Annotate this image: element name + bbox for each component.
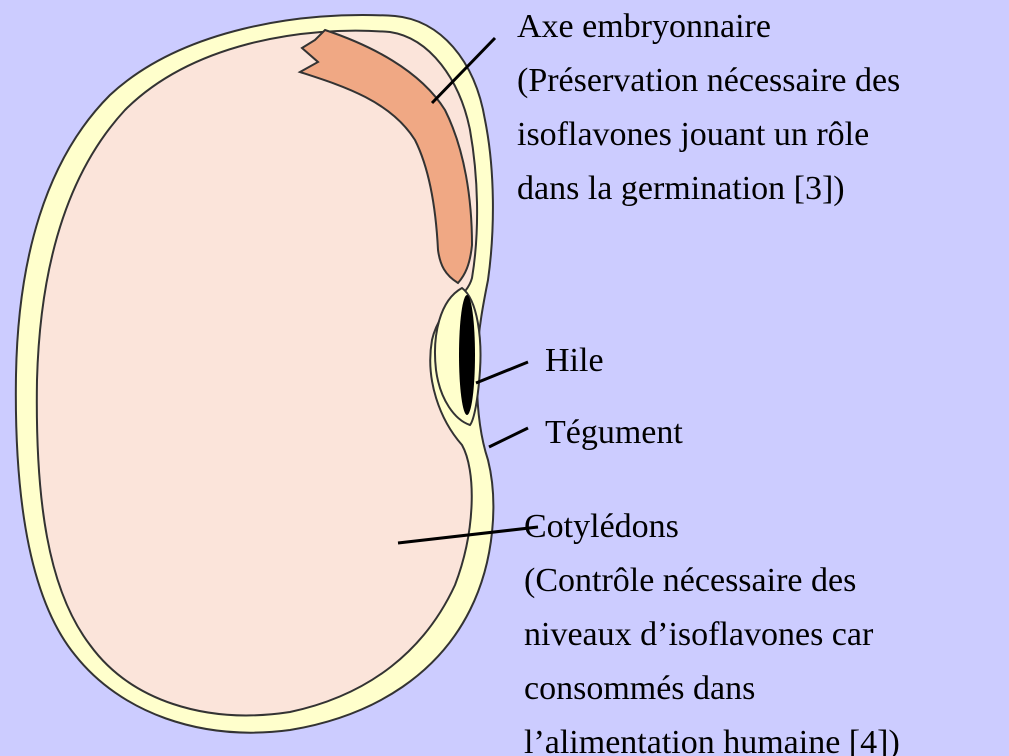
tegument-leader-line <box>489 428 528 447</box>
seed-coat-label: Tégument <box>545 406 683 460</box>
hilum-mark <box>459 295 475 415</box>
cotyledons-label-line: (Contrôle nécessaire des <box>524 554 900 608</box>
embryo-axis-label-line: (Préservation nécessaire des <box>517 54 900 108</box>
cotyledons-label-line: consommés dans <box>524 662 900 716</box>
embryo-axis-label-line: isoflavones jouant un rôle <box>517 108 900 162</box>
hile-leader-line <box>476 362 528 383</box>
embryo-axis-label: Axe embryonnaire (Préservation nécessair… <box>517 0 900 216</box>
hilum-label-text: Hile <box>545 334 604 388</box>
cotyledons-label: Cotylédons (Contrôle nécessaire des nive… <box>524 500 900 756</box>
seed-coat-label-text: Tégument <box>545 406 683 460</box>
cotyledons-label-line: l’alimentation humaine [4]) <box>524 716 900 756</box>
cotyledons-label-line: Cotylédons <box>524 500 900 554</box>
hilum-label: Hile <box>545 334 604 388</box>
embryo-axis-label-line: dans la germination [3]) <box>517 162 900 216</box>
embryo-axis-label-line: Axe embryonnaire <box>517 0 900 54</box>
cotyledons-label-line: niveaux d’isoflavones car <box>524 608 900 662</box>
